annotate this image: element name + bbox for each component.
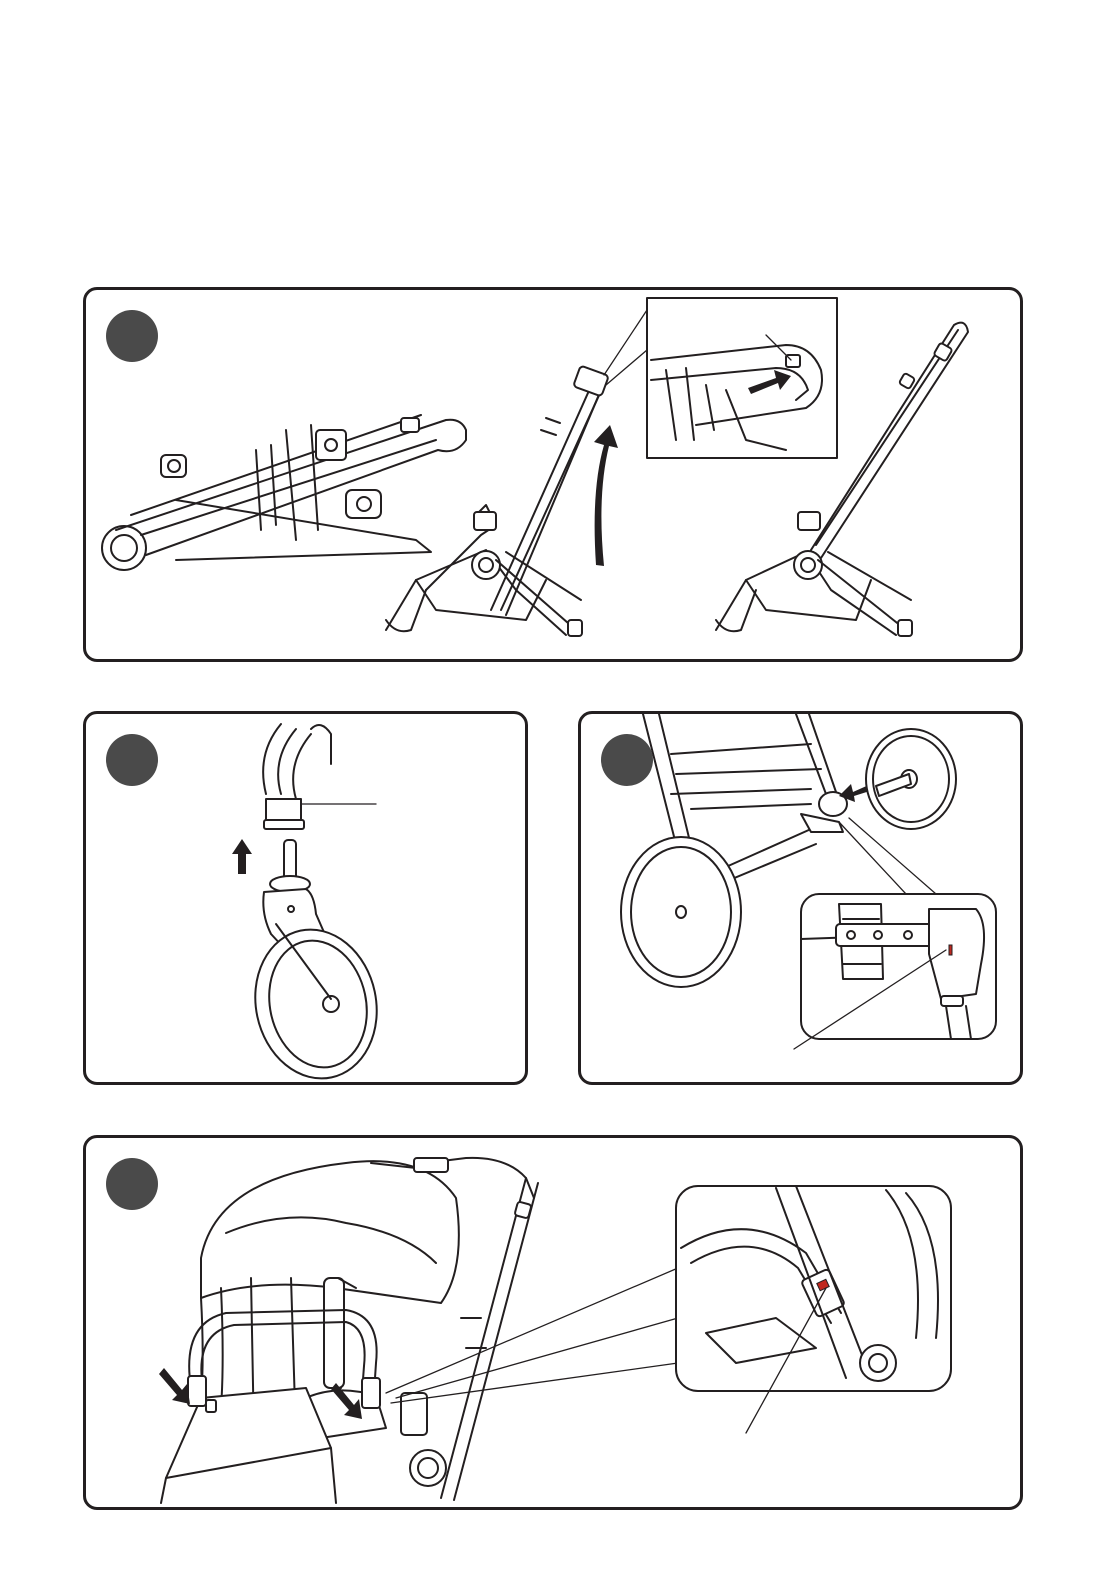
rear-wheel-illustration	[866, 729, 956, 829]
stroller-leg-illustration	[263, 724, 376, 829]
front-wheel-illustration	[242, 840, 391, 1082]
unfolding-frame-illustration	[386, 366, 609, 636]
step-3-panel	[578, 711, 1023, 1085]
step-4-illustration	[86, 1138, 1020, 1507]
step-4-panel	[83, 1135, 1023, 1510]
folded-frame-illustration	[102, 415, 466, 570]
step-2-panel	[83, 711, 528, 1085]
press-down-arrow-icon	[159, 1368, 190, 1404]
up-arrow-icon	[232, 839, 252, 874]
step-3-badge	[601, 734, 653, 786]
step-1-illustration	[86, 290, 1020, 659]
step-2-badge	[106, 734, 158, 786]
step-1-badge	[106, 310, 158, 362]
step-1-panel	[83, 287, 1023, 662]
rear-axle-illustration	[801, 792, 847, 832]
lock-indicator-detail	[794, 818, 996, 1049]
bumper-clip-detail	[386, 1186, 951, 1433]
step-4-badge	[106, 1158, 158, 1210]
release-button-detail	[604, 298, 837, 458]
lift-handle-arrow-icon	[594, 425, 618, 566]
